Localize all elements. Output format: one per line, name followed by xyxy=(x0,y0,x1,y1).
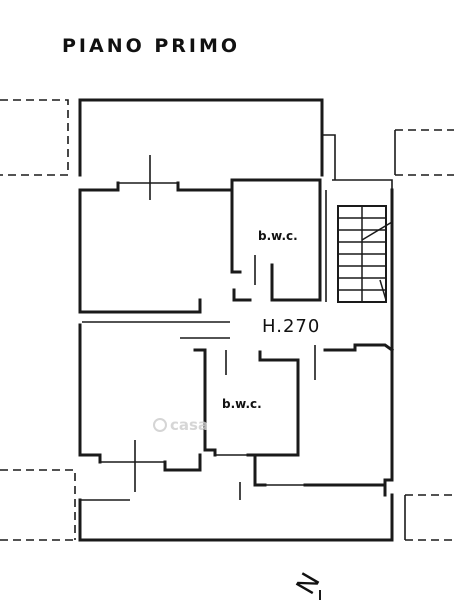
outer-walls xyxy=(78,178,394,542)
staircase xyxy=(337,205,393,303)
plan-title: PIANO PRIMO xyxy=(62,35,240,57)
adjacent-walls xyxy=(0,99,454,541)
interior-walls xyxy=(78,155,395,500)
ceiling-height-label: H.270 xyxy=(262,316,320,337)
balcony-top xyxy=(78,98,336,180)
room-label-lower-bathroom: b.w.c. xyxy=(222,397,262,411)
room-label-upper-bathroom: b.w.c. xyxy=(258,229,298,243)
north-mark: N xyxy=(291,568,327,600)
watermark-text: casa xyxy=(170,416,208,434)
watermark-logo: casa xyxy=(153,416,208,434)
